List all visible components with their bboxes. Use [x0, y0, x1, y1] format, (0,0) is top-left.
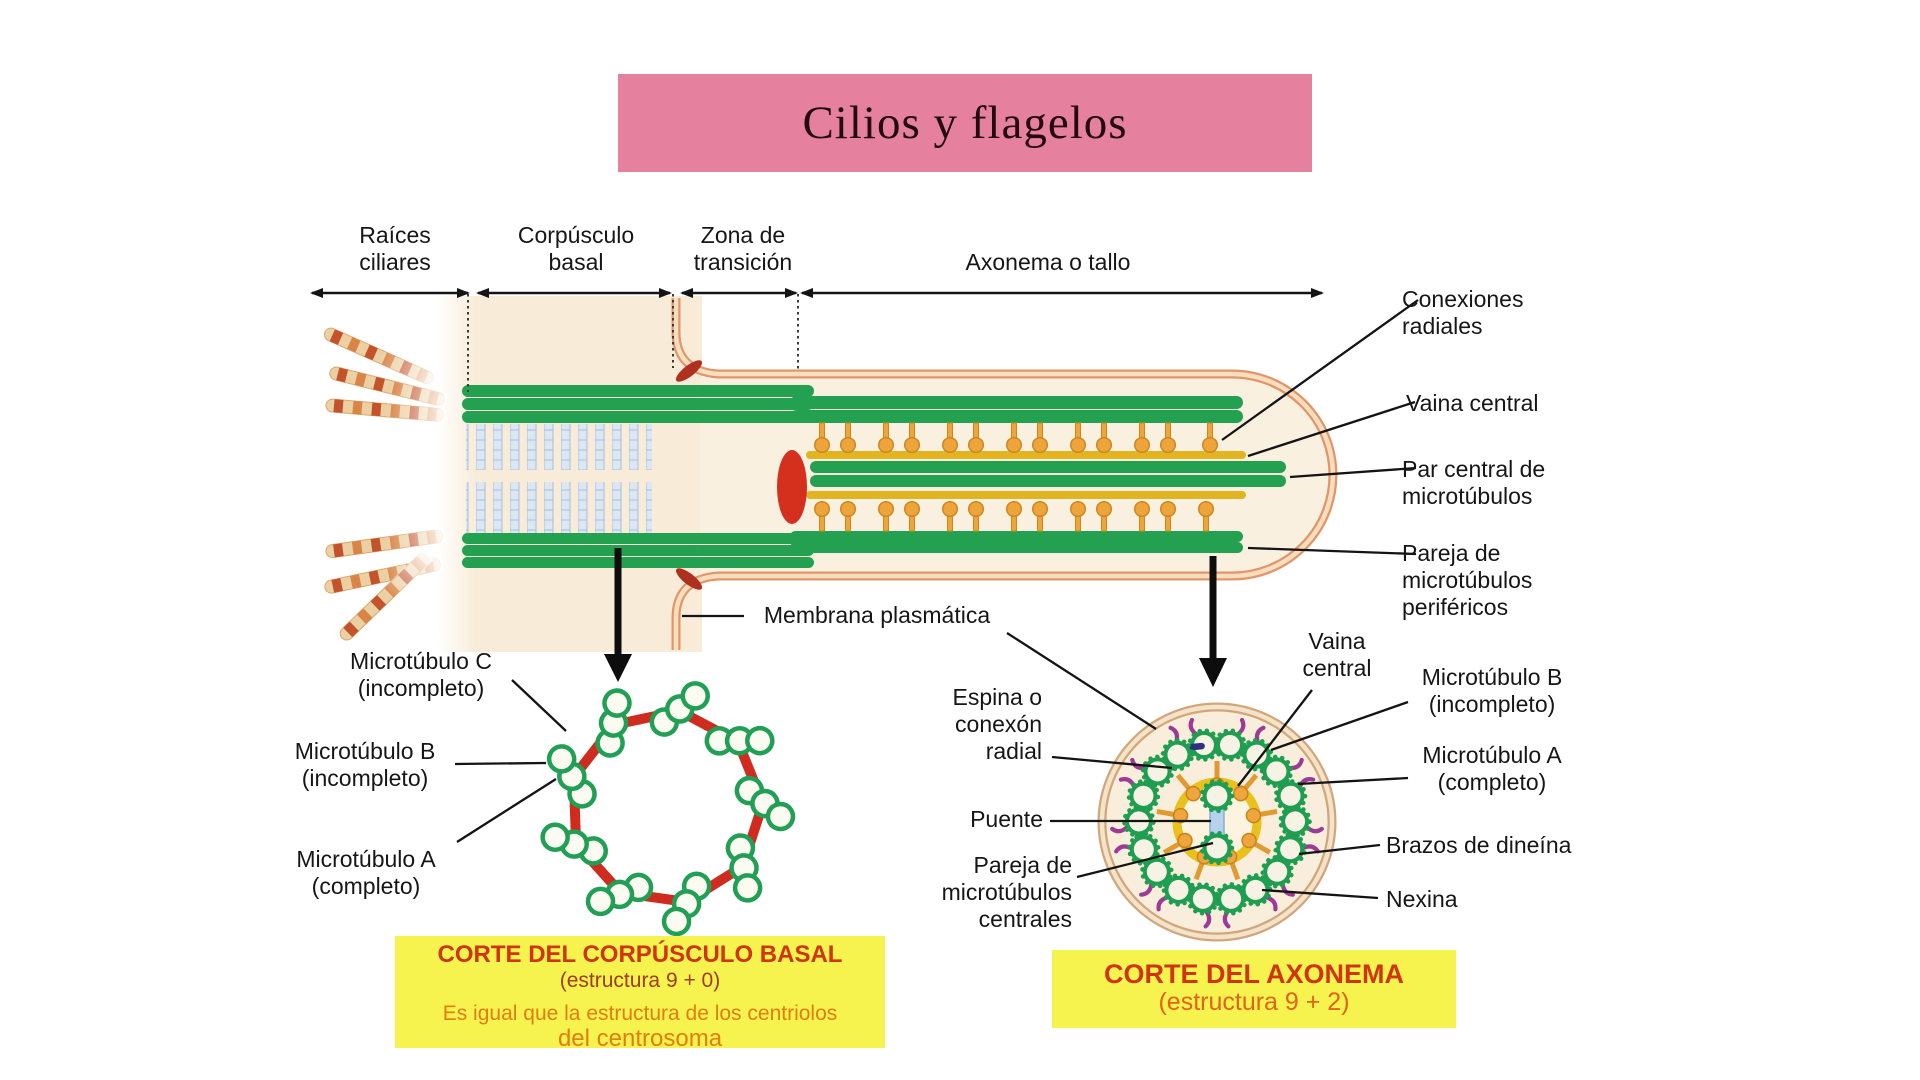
label-pareja-centrales: Pareja de microtúbulos centrales — [941, 852, 1072, 932]
region-separators — [467, 294, 799, 392]
caption-corte-axonema: CORTE DEL AXONEMA (estructura 9 + 2) — [1052, 950, 1456, 1028]
label-axonema-o-tallo: Axonema o tallo — [965, 249, 1131, 275]
label-brazos-dineina: Brazos de dineína — [1386, 832, 1572, 858]
basal-body-striations — [466, 424, 652, 533]
caption-note-line1: Es igual que la estructura de los centri… — [442, 1002, 838, 1025]
basal-plate — [777, 450, 807, 524]
label-microtubulo-b-basal: Microtúbulo B (incompleto) — [294, 738, 436, 791]
caption-title-basal: CORTE DEL CORPÚSCULO BASAL — [437, 941, 843, 968]
label-microtubulo-c: Microtúbulo C (incompleto) — [350, 648, 492, 701]
caption-note-line2: del centrosoma — [557, 1025, 723, 1052]
label-corpusculo-basal: Corpúsculo basal — [517, 222, 635, 275]
label-puente: Puente — [970, 806, 1043, 832]
label-par-central: Par central de microtúbulos — [1402, 456, 1546, 509]
basal-body-cross-section — [538, 680, 798, 939]
transitional-fiber-bottom — [675, 568, 703, 590]
label-microtubulo-b-cs: Microtúbulo B (incompleto) — [1421, 664, 1563, 717]
label-zona-transicion: Zona de transición — [693, 222, 793, 275]
leader-lines — [454, 299, 1419, 900]
caption-title-axonema: CORTE DEL AXONEMA — [1103, 959, 1405, 989]
label-raices-ciliares: Raíces ciliares — [359, 222, 431, 275]
label-conexiones-radiales: Conexiones radiales — [1402, 286, 1524, 339]
label-microtubulo-a-basal: Microtúbulo A (completo) — [296, 846, 436, 899]
section-arrow-basal — [604, 548, 632, 682]
caption-subtitle-axonema: (estructura 9 + 2) — [1158, 988, 1350, 1016]
label-pareja-perifericos: Pareja de microtúbulos periféricos — [1402, 540, 1533, 620]
central-pair-and-sheath — [806, 451, 1286, 499]
caption-subtitle-basal: (estructura 9 + 0) — [559, 969, 721, 992]
section-arrow-axoneme — [1199, 556, 1227, 687]
label-nexina: Nexina — [1386, 886, 1458, 912]
label-espina-conexon-radial: Espina o conexón radial — [952, 684, 1042, 764]
label-vaina-central: Vaina central — [1406, 390, 1539, 416]
title-banner: Cilios y flagelos — [618, 74, 1312, 172]
caption-corte-corpusculo-basal: CORTE DEL CORPÚSCULO BASAL (estructura 9… — [395, 936, 885, 1052]
microtubule-bars — [462, 385, 1243, 568]
label-membrana-plasmatica: Membrana plasmática — [763, 602, 991, 628]
ciliary-rootlets — [321, 324, 449, 644]
page-title: Cilios y flagelos — [802, 97, 1128, 149]
transitional-fiber-top — [675, 360, 703, 382]
label-vaina-central-cs: Vaina central — [1302, 628, 1372, 681]
cell-body-cytoplasm — [438, 296, 702, 652]
label-microtubulo-a-cs: Microtúbulo A (completo) — [1422, 742, 1562, 795]
